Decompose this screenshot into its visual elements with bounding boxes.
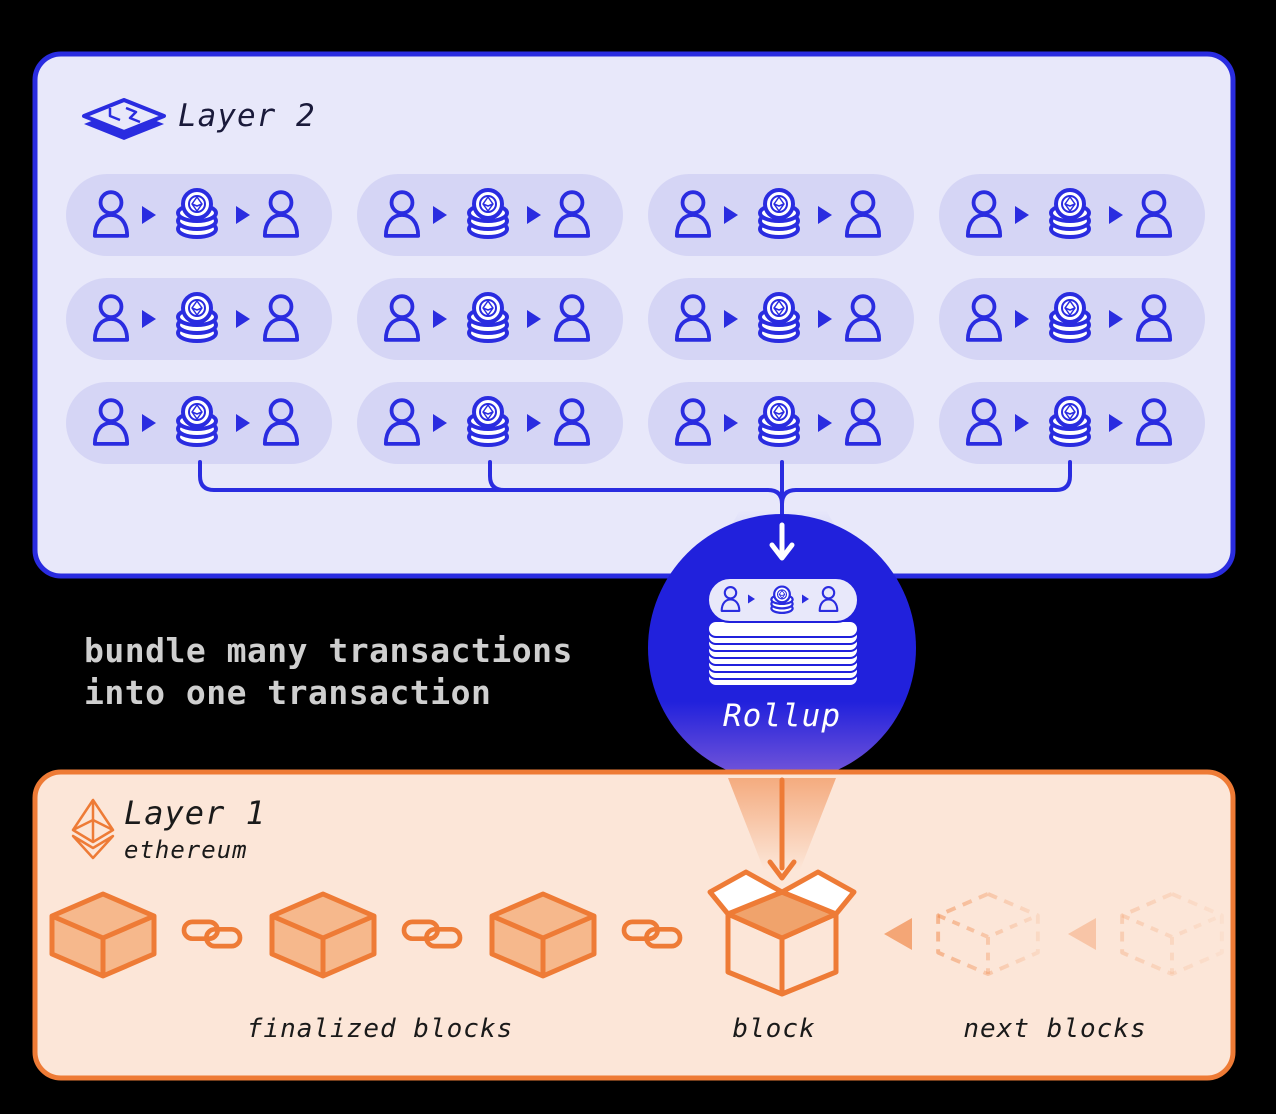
arrow-left-icon	[884, 918, 912, 950]
bundled-transaction-stack	[707, 577, 859, 687]
rollup-label: Rollup	[723, 698, 841, 734]
layer1-panel	[32, 769, 1236, 1081]
current-block-label: block	[732, 1014, 816, 1044]
layer2-panel	[32, 51, 1236, 579]
layer2-title: Layer 2	[178, 98, 316, 134]
coin-stack-icon	[1051, 398, 1089, 445]
bundle-caption: bundle many transactions into one transa…	[84, 631, 573, 712]
transaction-pill	[648, 174, 914, 256]
transaction-pill	[357, 278, 623, 360]
transaction-pill	[939, 382, 1205, 464]
coin-stack-icon	[760, 190, 798, 237]
coin-stack-icon	[178, 294, 216, 341]
coin-stack-icon	[1051, 190, 1089, 237]
transaction-pill	[939, 174, 1205, 256]
transaction-pill	[66, 382, 332, 464]
transaction-pill	[357, 174, 623, 256]
coin-stack-icon	[1051, 294, 1089, 341]
coin-stack-icon	[469, 398, 507, 445]
coin-stack-icon	[178, 398, 216, 445]
transaction-pill	[357, 382, 623, 464]
layer2-transactions	[66, 174, 1205, 464]
next-blocks-label: next blocks	[963, 1014, 1147, 1044]
coin-stack-icon	[178, 190, 216, 237]
coin-stack-icon	[469, 190, 507, 237]
finalized-blocks-label: finalized blocks	[246, 1014, 514, 1044]
arrow-left-icon	[1068, 918, 1096, 950]
coin-stack-icon	[469, 294, 507, 341]
layer1-title: Layer 1	[124, 794, 266, 832]
transaction-pill	[648, 278, 914, 360]
coin-stack-icon	[760, 398, 798, 445]
transaction-pill	[648, 382, 914, 464]
layer2-logo-icon	[82, 98, 166, 140]
transaction-pill	[66, 278, 332, 360]
ethereum-logo-icon	[71, 798, 115, 860]
transaction-pill	[66, 174, 332, 256]
transaction-pill	[939, 278, 1205, 360]
next-blocks	[884, 891, 1224, 977]
coin-stack-icon	[760, 294, 798, 341]
layer1-subtitle: ethereum	[124, 836, 248, 864]
current-block	[707, 869, 857, 997]
